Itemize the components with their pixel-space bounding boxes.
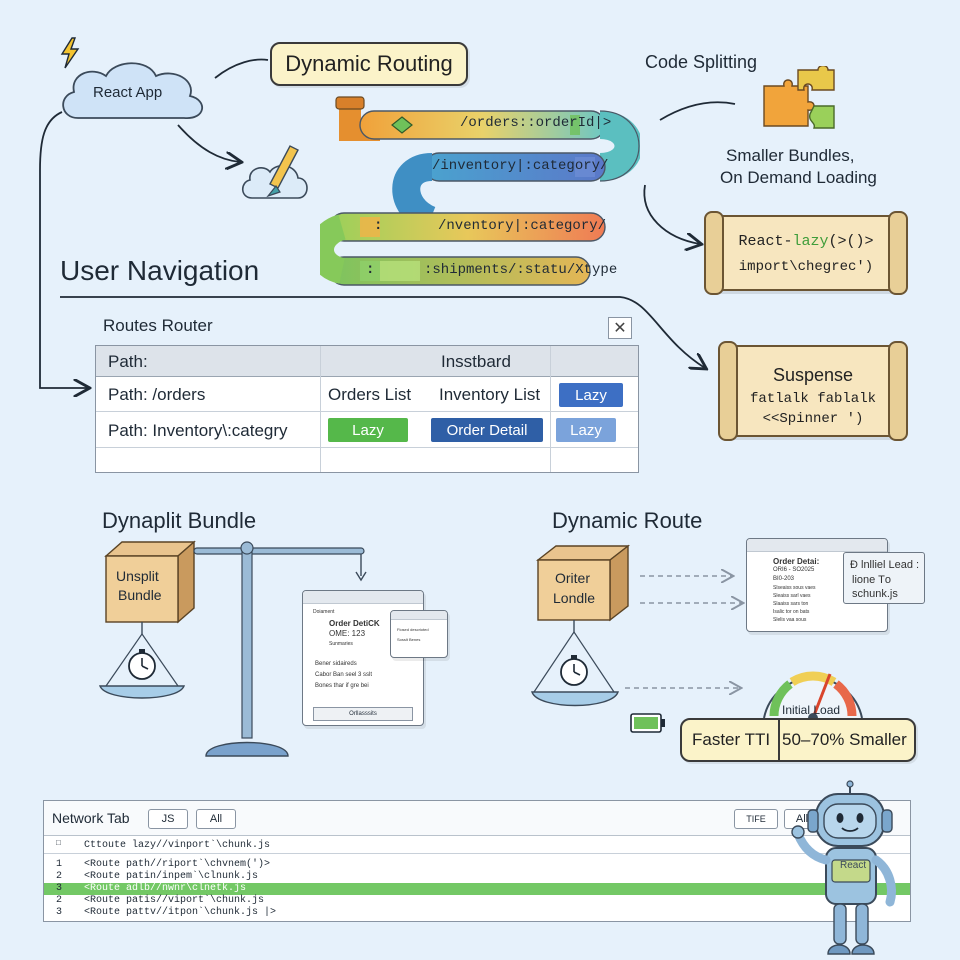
network-row[interactable]: 2 <Route patin/inpem`\clnunk.js bbox=[56, 871, 259, 882]
note-line2: lione Tо bbox=[852, 574, 891, 586]
note-line3: schunk.js bbox=[852, 588, 898, 600]
initial-load-note: Ð lnlliel Lead : lione Tо schunk.js bbox=[843, 552, 925, 604]
row1-path: Path: /orders bbox=[108, 385, 206, 404]
lazy-code-scroll: React-lazy(>()> import\chegrec') bbox=[704, 211, 908, 295]
robot-mascot-icon bbox=[791, 780, 896, 955]
row1-col2: Inventory List bbox=[439, 385, 541, 404]
row1-col1: Orders List bbox=[328, 385, 412, 404]
performance-pill: Faster TTI 50–70% Smaller bbox=[680, 718, 916, 762]
londle-label: Londle bbox=[553, 590, 596, 606]
preview-line6: Bones thar if gre bei bbox=[315, 683, 369, 689]
route-preview-line3: Slseaiss sous vaes bbox=[773, 585, 816, 591]
on-demand-label: On Demand Loading bbox=[720, 168, 877, 187]
preview-button[interactable]: Orllasssits bbox=[313, 707, 413, 721]
preview-popup: Fiosed descrioted Sosslt Benes bbox=[390, 610, 448, 658]
route-label-2: /inventory|:category/ bbox=[432, 158, 609, 174]
suspense-line2: fatlalk fablalk bbox=[749, 391, 877, 407]
initial-load-gauge bbox=[763, 671, 863, 723]
popup-line1: Fiosed descrioted bbox=[397, 627, 429, 632]
faster-tti-label: Faster TTI bbox=[692, 730, 771, 749]
filter-tiff-tab[interactable]: TIFE bbox=[734, 809, 778, 829]
preview-id: OME: 123 bbox=[329, 629, 366, 638]
row2-path: Path: Inventory\:categry bbox=[108, 421, 288, 440]
user-navigation-title: User Navigation bbox=[60, 255, 260, 286]
route-preview-line5: Slaaiss sars ton bbox=[773, 601, 809, 607]
network-row-highlighted[interactable]: 3 <Route adlb//nwnr\clnetk.js bbox=[44, 883, 910, 895]
network-row[interactable]: 2 <Route patis//viport`\chunk.js bbox=[56, 895, 265, 906]
close-icon[interactable]: ✕ bbox=[608, 317, 632, 339]
route-preview-title: Order Detai: bbox=[773, 557, 820, 566]
smaller-bundles-label: Smaller Bundles, bbox=[726, 146, 855, 165]
preview-line5: Cabor Ban seel 3 sslt bbox=[315, 672, 373, 678]
robot-badge-label: React bbox=[840, 860, 867, 871]
preview-doc-label: Doiament bbox=[313, 609, 335, 615]
row1-lazy-button[interactable]: Lazy bbox=[559, 383, 623, 407]
bundle-scale-icon bbox=[98, 540, 367, 757]
row2-lazy-button[interactable]: Lazy bbox=[328, 418, 408, 442]
suspense-scroll: Suspense fatlalk fablalk <<Spinner ') bbox=[718, 341, 908, 441]
route-preview-line4: Sleaiss sarl vaes bbox=[773, 593, 811, 599]
lazy-code-line1: React-lazy(>()> bbox=[738, 233, 874, 250]
unsplit-label: Unsplit bbox=[116, 568, 159, 584]
row2-lazy-button-2[interactable]: Lazy bbox=[556, 418, 616, 442]
routes-table: Path: Insstbard Path: /orders Orders Lis… bbox=[95, 345, 639, 473]
header-column: Insstbard bbox=[441, 352, 511, 371]
routes-router-title: Routes Router bbox=[103, 316, 213, 335]
routes-table-header bbox=[96, 346, 638, 377]
route-label-3: /nventory|:category/ bbox=[438, 218, 607, 234]
route-preview-line1: ORI6 - SO2025 bbox=[773, 567, 815, 573]
order-detail-button[interactable]: Order Detail bbox=[431, 418, 543, 442]
preview-title: Order DetiCK bbox=[329, 619, 380, 628]
routing-pipeline bbox=[320, 96, 640, 286]
filter-js-tab[interactable]: JS bbox=[148, 809, 188, 829]
route-scale-icon bbox=[531, 544, 631, 707]
cloud-icon bbox=[62, 62, 203, 119]
network-panel: Network Tab JS All TIFE All □ Cttoute la… bbox=[43, 800, 911, 922]
network-row[interactable]: 1 <Route path//riport`\chvnem(')> bbox=[56, 859, 271, 870]
smaller-pct-label: 50–70% Smaller bbox=[782, 730, 907, 749]
gauge-label: Initial Load bbox=[782, 703, 841, 717]
header-path: Path: bbox=[108, 352, 148, 371]
popup-line2: Sosslt Benes bbox=[397, 637, 421, 642]
preview-line4: Bener sidaireds bbox=[315, 661, 357, 667]
route-preview-line2: BI0-203 bbox=[773, 576, 795, 582]
suspense-line3: <<Spinner ') bbox=[762, 411, 864, 427]
puzzle-icon bbox=[763, 66, 835, 129]
note-line1: Ð lnlliel Lead : bbox=[850, 559, 920, 571]
oriter-label: Oriter bbox=[555, 570, 590, 586]
suspense-title: Suspense bbox=[772, 365, 854, 385]
table-row bbox=[96, 412, 638, 448]
dynaplit-bundle-title: Dynaplit Bundle bbox=[102, 508, 257, 533]
route-preview-line6: Isalic tor on bats bbox=[773, 609, 810, 615]
preview-summary: Sunmaries bbox=[329, 641, 353, 647]
route-marker-b: : bbox=[366, 262, 375, 278]
lightning-icon bbox=[60, 37, 80, 69]
lazy-code-line2: import\chegrec') bbox=[738, 259, 874, 275]
rocket-icon bbox=[241, 145, 308, 199]
route-label-4: :shipments/:statu/Xtype bbox=[424, 262, 618, 278]
network-tab-title: Network Tab bbox=[52, 810, 130, 826]
code-splitting-label: Code Splitting bbox=[645, 52, 758, 72]
table-row bbox=[96, 376, 638, 412]
route-marker-a: : bbox=[374, 218, 383, 234]
route-label-1: /orders::orderId|> bbox=[460, 115, 612, 131]
network-row[interactable]: 3 <Route pattv//itpon`\chunk.js |> bbox=[56, 907, 277, 918]
dynamic-route-title: Dynamic Route bbox=[552, 508, 703, 533]
filter-all-tab[interactable]: All bbox=[196, 809, 236, 829]
cloud-label: React App bbox=[93, 84, 163, 101]
bundle-label: Bundle bbox=[118, 587, 162, 603]
route-preview-line7: Slelis vaa sous bbox=[773, 617, 807, 623]
battery-icon bbox=[630, 713, 665, 733]
dynamic-routing-pill: Dynamic Routing bbox=[270, 42, 468, 86]
network-header-row: □ Cttoute lazy//vinport`\chunk.js bbox=[44, 839, 910, 854]
